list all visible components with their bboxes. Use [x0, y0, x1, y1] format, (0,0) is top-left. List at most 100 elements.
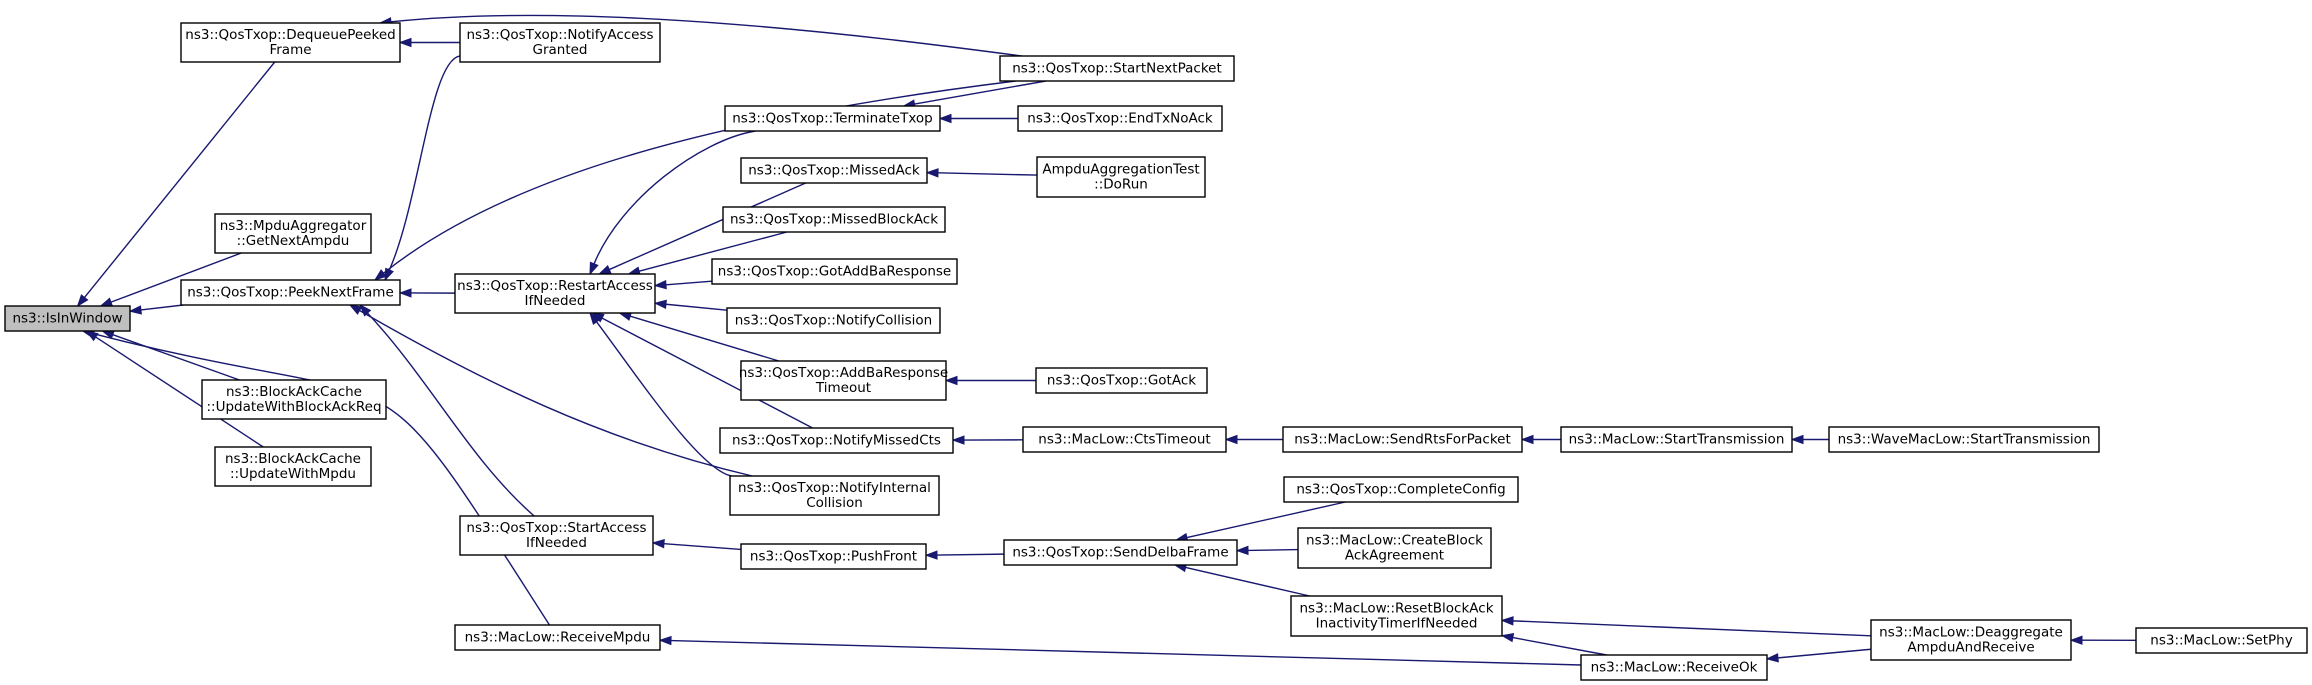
node-receiveok[interactable]: ns3::MacLow::ReceiveOk: [1580, 654, 1768, 681]
node-label: ns3::QosTxop::StartNextPacket: [1012, 61, 1222, 77]
edge-deaggregate-to-resetblockack: [1500, 616, 1872, 637]
node-setphy[interactable]: ns3::MacLow::SetPhy: [2135, 627, 2308, 654]
edge-dequeuepeeked-to-isinwindow: [76, 61, 276, 308]
node-notifycollision[interactable]: ns3::QosTxop::NotifyCollision: [726, 307, 941, 334]
node-isinwindow[interactable]: ns3::IsInWindow: [4, 305, 131, 332]
node-box[interactable]: [454, 624, 661, 651]
arrowhead-icon: [2069, 635, 2083, 645]
node-box[interactable]: [1022, 426, 1227, 453]
arrowhead-icon: [651, 538, 665, 549]
node-box[interactable]: [1297, 527, 1492, 569]
node-terminatetxop[interactable]: ns3::QosTxop::TerminateTxop: [724, 105, 941, 132]
node-sendrtsforpacket[interactable]: ns3::MacLow::SendRtsForPacket: [1282, 426, 1523, 453]
node-box[interactable]: [201, 379, 387, 420]
node-pushfront[interactable]: ns3::QosTxop::PushFront: [740, 543, 927, 570]
node-wavestarttransmission[interactable]: ns3::WaveMacLow::StartTransmission: [1828, 426, 2100, 453]
node-box[interactable]: [2135, 627, 2308, 654]
node-box[interactable]: [1828, 426, 2100, 453]
node-ctstimeout[interactable]: ns3::MacLow::CtsTimeout: [1022, 426, 1227, 453]
node-missedblockack[interactable]: ns3::QosTxop::MissedBlockAck: [722, 206, 946, 233]
node-blockackcache_req[interactable]: ns3::BlockAckCache::UpdateWithBlockAckRe…: [201, 379, 387, 420]
edge-line: [1512, 620, 1872, 637]
node-box[interactable]: [740, 543, 927, 570]
node-box[interactable]: [459, 515, 654, 556]
node-box[interactable]: [740, 157, 928, 184]
edge-receiveok-to-receivempdu: [658, 635, 1582, 666]
arrowhead-icon: [925, 168, 939, 178]
node-box[interactable]: [1017, 105, 1223, 132]
node-box[interactable]: [1035, 367, 1208, 394]
edge-line: [665, 280, 713, 286]
node-box[interactable]: [999, 55, 1235, 82]
node-box[interactable]: [729, 475, 940, 516]
node-box[interactable]: [180, 279, 401, 306]
node-box[interactable]: [459, 22, 661, 63]
arrowhead-icon: [658, 635, 672, 646]
arrowhead-icon: [1224, 434, 1238, 445]
node-box[interactable]: [4, 305, 131, 332]
node-box[interactable]: [1036, 156, 1206, 198]
edge-line: [1512, 636, 1607, 656]
node-box[interactable]: [1870, 619, 2072, 661]
edge-line: [1186, 501, 1346, 539]
node-mpduaggregator[interactable]: ns3::MpduAggregator::GetNextAmpdu: [214, 213, 372, 254]
node-label: ::UpdateWithMpdu: [230, 466, 356, 482]
node-startnextpacket[interactable]: ns3::QosTxop::StartNextPacket: [999, 55, 1235, 82]
edge-gotack-to-addbaresponsetimeout: [944, 375, 1036, 386]
node-box[interactable]: [180, 22, 401, 63]
node-box[interactable]: [1282, 426, 1523, 453]
node-ampdudorun[interactable]: AmpduAggregationTest::DoRun: [1036, 156, 1206, 198]
node-notifymissedcts[interactable]: ns3::QosTxop::NotifyMissedCts: [719, 427, 954, 454]
node-box[interactable]: [722, 206, 946, 233]
node-completeconfig[interactable]: ns3::QosTxop::CompleteConfig: [1283, 476, 1519, 503]
node-box[interactable]: [454, 273, 656, 314]
node-box[interactable]: [740, 360, 947, 401]
node-box[interactable]: [711, 258, 958, 285]
edge-deaggregate-to-receiveok: [1765, 648, 1872, 663]
edge-line: [140, 304, 184, 311]
edge-wavestarttransmission-to-starttransmission: [1790, 434, 1829, 445]
node-box[interactable]: [724, 105, 941, 132]
arrowhead-icon: [944, 375, 958, 386]
node-blockackcache_mpdu[interactable]: ns3::BlockAckCache::UpdateWithMpdu: [214, 446, 372, 487]
edge-setphy-to-deaggregate: [2069, 635, 2137, 645]
node-box[interactable]: [719, 427, 954, 454]
node-label: InactivityTimerIfNeeded: [1316, 616, 1478, 632]
node-resetblockack[interactable]: ns3::MacLow::ResetBlockAckInactivityTime…: [1290, 595, 1503, 637]
node-box[interactable]: [1003, 539, 1238, 566]
node-peeknextframe[interactable]: ns3::QosTxop::PeekNextFrame: [180, 279, 401, 306]
node-label: ns3::QosTxop::SendDelbaFrame: [1012, 545, 1228, 561]
node-label: Frame: [269, 42, 311, 58]
node-label: ns3::QosTxop::NotifyAccess: [466, 27, 653, 43]
edge-line: [383, 80, 1016, 274]
node-starttransmission[interactable]: ns3::MacLow::StartTransmission: [1560, 426, 1793, 453]
node-box[interactable]: [214, 213, 372, 254]
node-box[interactable]: [1560, 426, 1793, 453]
node-senddelbaframe[interactable]: ns3::QosTxop::SendDelbaFrame: [1003, 539, 1238, 566]
node-box[interactable]: [1580, 654, 1768, 681]
edge-line: [1185, 566, 1310, 597]
edge-gotaddbaresponse-to-restartaccess: [653, 280, 713, 290]
node-gotaddbaresponse[interactable]: ns3::QosTxop::GotAddBaResponse: [711, 258, 958, 285]
node-label: ns3::QosTxop::AddBaResponse: [739, 365, 948, 381]
arrowhead-icon: [653, 280, 667, 290]
node-label: IfNeeded: [525, 293, 586, 309]
node-receivempdu[interactable]: ns3::MacLow::ReceiveMpdu: [454, 624, 661, 651]
node-box[interactable]: [1283, 476, 1519, 503]
node-endtxnoack[interactable]: ns3::QosTxop::EndTxNoAck: [1017, 105, 1223, 132]
node-label: ns3::MacLow::Deaggregate: [1879, 625, 2063, 641]
node-box[interactable]: [726, 307, 941, 334]
node-box[interactable]: [214, 446, 372, 487]
node-gotack[interactable]: ns3::QosTxop::GotAck: [1035, 367, 1208, 394]
node-box[interactable]: [1290, 595, 1503, 637]
node-missedack[interactable]: ns3::QosTxop::MissedAck: [740, 157, 928, 184]
node-label: ns3::MacLow::SendRtsForPacket: [1294, 432, 1511, 448]
